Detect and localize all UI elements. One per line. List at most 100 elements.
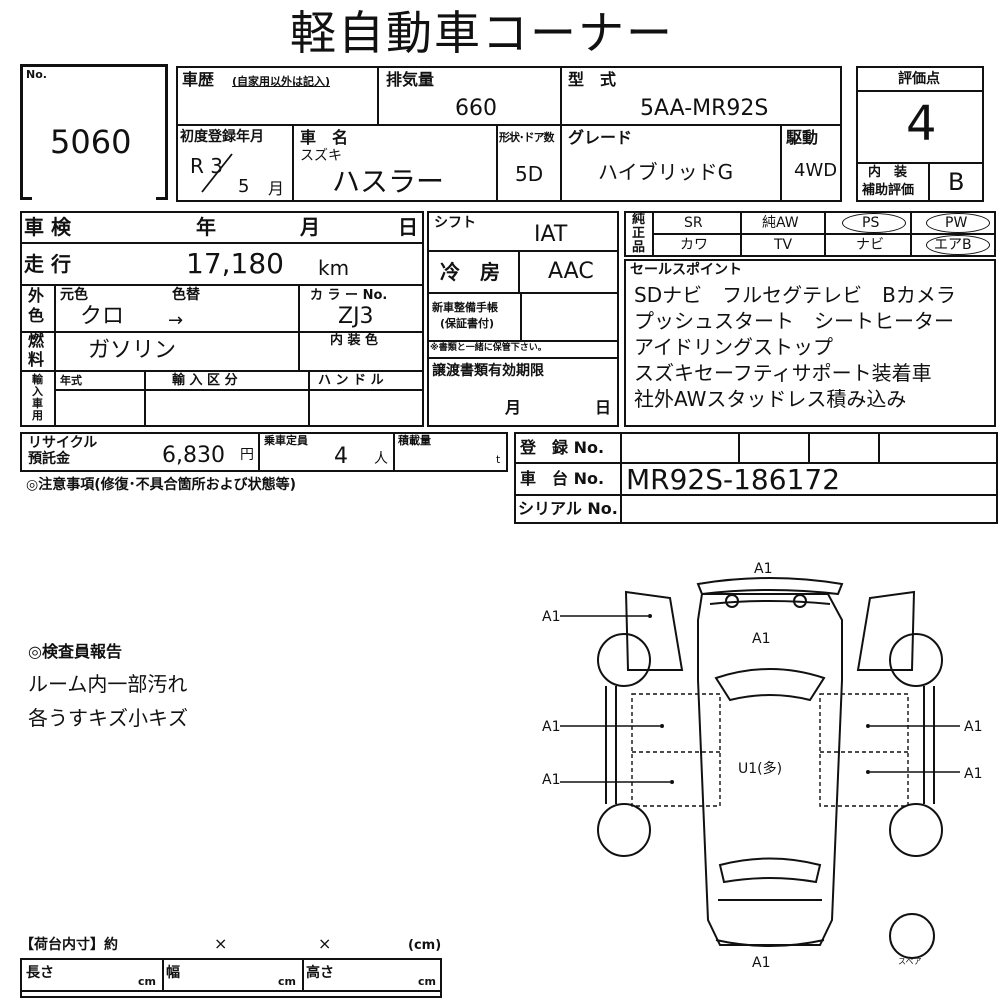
pw-circle [926, 213, 990, 233]
mark-interior: U1(多) [738, 761, 783, 777]
color-label-1: 外 [28, 286, 45, 305]
genuine-item-tv: TV [774, 237, 793, 253]
import-class-label: 輸 入 区 分 [172, 373, 238, 388]
mileage-unit: km [318, 256, 350, 280]
cargo-width-unit: cm [278, 975, 296, 988]
capacity-label: 乗車定員 [264, 434, 308, 447]
import-label-1: 輸 [32, 373, 43, 386]
airbag-circle [926, 235, 990, 255]
grade-value: ハイブリッドG [598, 160, 734, 184]
load-unit: t [496, 453, 501, 466]
inspector-line-1: ルーム内一部汚れ [28, 672, 188, 696]
color-code-value: ZJ3 [338, 304, 374, 329]
recycle-value: 6,830 [162, 443, 225, 468]
first-reg-slash [196, 152, 236, 194]
ac-label: 冷 房 [440, 260, 500, 284]
sales-point-line-3: アイドリングストップ [634, 335, 833, 359]
import-label-2: 入 [32, 385, 43, 398]
model-label: 型 式 [568, 70, 617, 89]
color-arrow: → [168, 310, 184, 331]
import-label-4: 用 [32, 409, 43, 422]
inspection-label: 車 検 [24, 215, 71, 239]
handle-label: ハ ン ド ル [318, 373, 384, 388]
sales-point-line-5: 社外AWスタッドレス積み込み [634, 387, 907, 411]
registration-table [514, 432, 998, 524]
vehicle-info-grid [176, 66, 842, 202]
inspection-table [20, 211, 424, 427]
rating-value: 4 [906, 96, 937, 152]
genuine-label-2: 正 [632, 226, 646, 241]
recycle-label-1: リサイクル [28, 435, 98, 451]
fuel-value: ガソリン [88, 338, 177, 363]
lot-label: No. [26, 68, 47, 81]
color-change-label: 色替 [172, 287, 200, 303]
inspection-year: 年 [196, 215, 216, 239]
orig-color-value: クロ [80, 304, 125, 329]
first-reg-year: R 3 [190, 154, 223, 178]
genuine-item-leather: カワ [680, 237, 708, 253]
warranty-note: ※書類と一緒に保管下さい。 [430, 343, 547, 353]
genuine-label-3: 品 [632, 240, 646, 255]
displacement-label: 排気量 [386, 70, 435, 89]
cargo-label: 【荷台内寸】約 [20, 937, 118, 953]
notes-label: ◎注意事項(修復･不具合箇所および状態等) [26, 477, 297, 493]
load-label: 積載量 [398, 434, 431, 447]
interior-color-label: 内 装 色 [330, 333, 379, 348]
rating-box [856, 66, 984, 202]
transfer-day: 日 [595, 398, 612, 417]
cargo-unit: (cm) [408, 938, 442, 953]
ac-value: AAC [548, 259, 594, 284]
sales-points-label: セールスポイント [630, 262, 742, 278]
chassis-label: 車 台 No. [520, 469, 605, 488]
inspector-label: ◎検査員報告 [28, 642, 122, 661]
shift-value: IAT [534, 222, 568, 247]
mark-left-door-top: A1 [542, 609, 561, 625]
recycle-unit: 円 [240, 447, 254, 463]
car-name: ハスラー [332, 165, 445, 198]
inspection-month: 月 [300, 215, 320, 239]
warranty-label-1: 新車整備手帳 [432, 301, 498, 314]
shift-table [427, 211, 619, 427]
capacity-unit: 人 [374, 451, 388, 467]
genuine-item-aw: 純AW [762, 215, 799, 231]
serial-label: シリアル No. [518, 499, 618, 518]
import-label-3: 車 [32, 397, 43, 410]
chassis-value: MR92S-186172 [626, 463, 841, 496]
fuel-label-1: 燃 [28, 331, 45, 350]
history-label: 車歴 [182, 70, 215, 89]
transfer-label: 譲渡書類有効期限 [432, 363, 544, 379]
car-damage-diagram [560, 577, 960, 959]
genuine-item-ps: PS [862, 215, 880, 231]
genuine-item-navi: ナビ [856, 237, 884, 253]
model-value: 5AA-MR92S [640, 96, 769, 121]
cargo-width-label: 幅 [166, 965, 180, 981]
drive-value: 4WD [794, 160, 838, 181]
recycle-label-2: 預託金 [28, 451, 70, 467]
genuine-item-pw: PW [945, 215, 968, 231]
registration-label: 登 録 No. [520, 438, 605, 457]
car-maker: スズキ [300, 148, 342, 164]
cargo-times-1: × [214, 934, 228, 953]
spare-label: スペア [898, 957, 922, 966]
cargo-length-label: 長さ [26, 965, 54, 981]
rating-label: 評価点 [898, 71, 940, 87]
orig-color-label: 元色 [60, 287, 88, 303]
page-title: 軽自動車コーナー [290, 6, 674, 60]
interior-rating-value: B [948, 168, 965, 196]
car-name-label: 車 名 [300, 128, 349, 147]
mark-left-rear: A1 [542, 772, 561, 788]
mark-right-front: A1 [964, 719, 983, 735]
sales-point-line-1: SDナビ フルセグテレビ Bカメラ [634, 283, 956, 307]
shift-label: シフト [434, 215, 476, 231]
cargo-table [20, 958, 442, 998]
drive-label: 駆動 [786, 128, 819, 147]
first-reg-month-unit: 月 [268, 179, 285, 198]
history-note: (自家用以外は記入) [232, 75, 331, 88]
sales-point-line-4: スズキセーフティサポート装着車 [634, 361, 932, 385]
mark-rear: A1 [752, 955, 771, 971]
mark-roof: A1 [752, 631, 771, 647]
mark-right-rear: A1 [964, 766, 983, 782]
color-label-2: 色 [28, 306, 45, 325]
ps-circle [842, 213, 906, 233]
mileage-label: 走 行 [24, 252, 71, 276]
